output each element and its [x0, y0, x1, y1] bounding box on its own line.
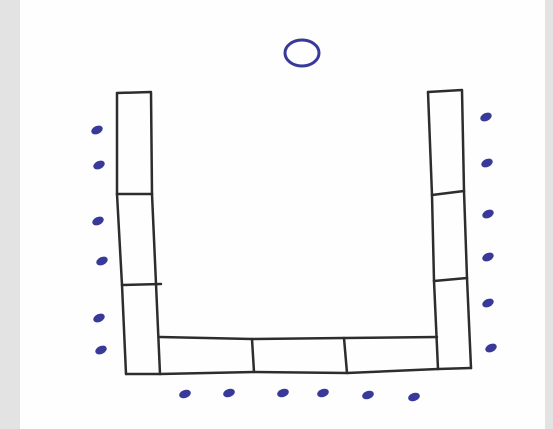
bottom-dots — [178, 387, 421, 403]
floor — [160, 337, 438, 374]
right-wall — [428, 90, 471, 369]
bottom-dot — [276, 387, 290, 399]
right-dot — [480, 157, 494, 169]
bottom-dot — [407, 391, 421, 403]
left-dot — [95, 255, 109, 267]
left-dot — [92, 312, 106, 324]
bottom-dot — [178, 388, 192, 400]
right-dot — [481, 251, 495, 263]
right-dots — [479, 111, 498, 354]
bottom-dot — [316, 387, 330, 399]
left-dot — [92, 159, 106, 171]
top-circle — [285, 40, 319, 66]
left-dot — [90, 124, 104, 136]
right-dot — [481, 297, 495, 309]
right-dot — [484, 342, 498, 354]
left-dots — [90, 124, 109, 356]
right-dot — [481, 208, 495, 220]
right-dot — [479, 111, 493, 123]
bottom-dot — [222, 387, 236, 399]
left-wall — [117, 92, 161, 374]
left-dot — [94, 344, 108, 356]
bottom-dot — [361, 389, 375, 401]
left-dot — [91, 215, 105, 227]
